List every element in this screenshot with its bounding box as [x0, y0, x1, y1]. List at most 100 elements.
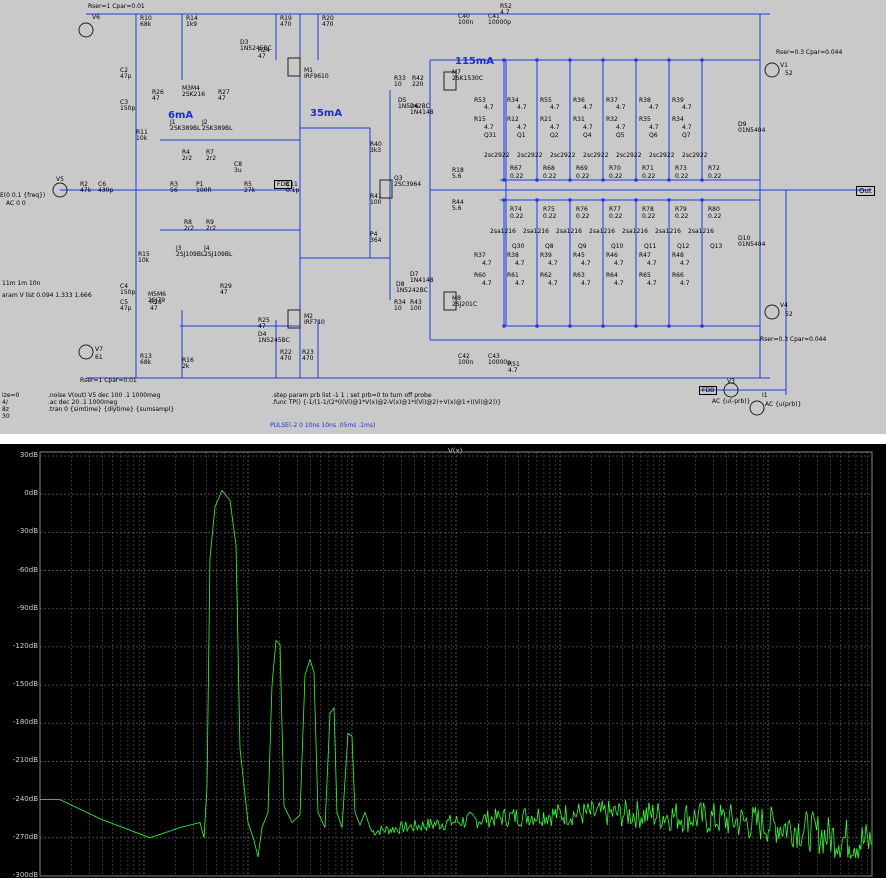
- schematic-pane[interactable]: 6mA 35mA 115mA Rser=1 Cpar=0.01 Rser=0.3…: [0, 0, 886, 434]
- component-ref: R18: [452, 167, 464, 174]
- component-ref: P1: [196, 181, 204, 188]
- out-bot-q: Q12: [677, 243, 690, 250]
- component-ref: R8: [184, 219, 192, 226]
- component-ref: R33: [394, 75, 406, 82]
- schematic-labels: 6mA 35mA 115mA Rser=1 Cpar=0.01 Rser=0.3…: [0, 0, 886, 434]
- component-ref: C2: [120, 67, 129, 74]
- component-value: 1N5242BC: [398, 103, 430, 110]
- out-top-re-val: 0.22: [609, 173, 623, 180]
- out-bot-ra: R39: [540, 252, 552, 259]
- component-ref: D6: [410, 103, 419, 110]
- component-value: 2SJ109BL: [204, 251, 233, 258]
- component-ref: R42: [412, 75, 424, 82]
- out-bot-ra-val: 4.7: [548, 260, 558, 267]
- component-value: 364: [370, 237, 382, 244]
- out-top-ra: R38: [639, 97, 651, 104]
- out-bot-rb: R65: [639, 272, 651, 279]
- schematic-canvas[interactable]: [0, 0, 886, 434]
- junction-dot: [568, 198, 572, 202]
- spectrum-trace[interactable]: [40, 489, 872, 860]
- plot-canvas[interactable]: [0, 444, 886, 878]
- out-bot-rb-val: 4.7: [482, 280, 492, 287]
- out-top-re: R73: [675, 165, 687, 172]
- junction-dot: [535, 324, 539, 328]
- component-value: 10k: [136, 135, 148, 142]
- y-tick-label: -120dB: [12, 641, 38, 650]
- out-bot-re: R78: [642, 206, 654, 213]
- component-value: 100: [370, 199, 382, 206]
- pane-divider[interactable]: [0, 434, 886, 444]
- v4-label: V4: [780, 302, 788, 309]
- out-top-ra-val: 4.7: [583, 104, 593, 111]
- out-top-q: Q1: [517, 132, 526, 139]
- current-vas-label: 6mA: [168, 110, 194, 121]
